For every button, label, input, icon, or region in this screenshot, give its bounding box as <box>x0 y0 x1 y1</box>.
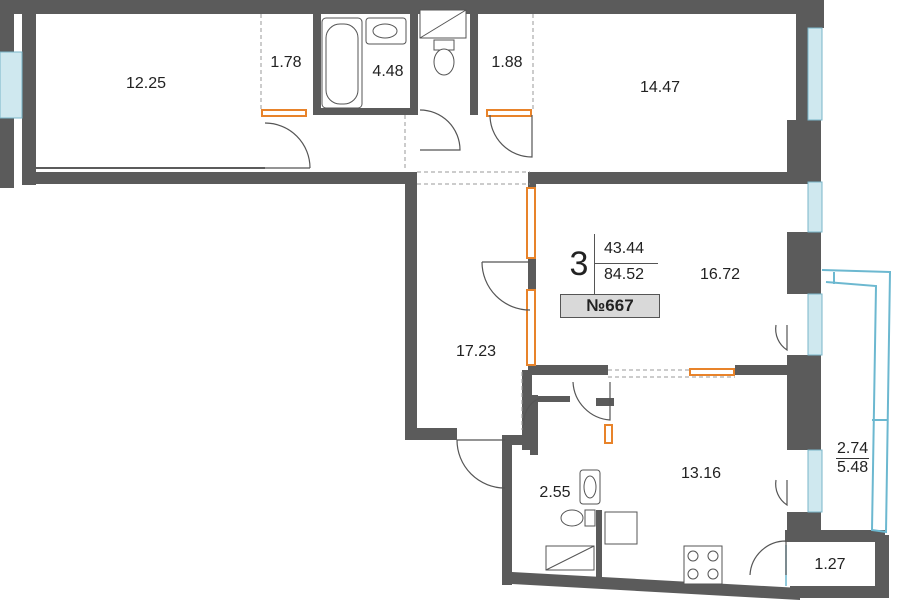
room-area-closet-2: 1.88 <box>491 54 523 71</box>
loggia-area-full: 5.48 <box>837 459 869 476</box>
room-area-wc: 2.55 <box>539 484 571 501</box>
walls <box>0 0 889 600</box>
room-area-bedroom-1: 12.25 <box>125 75 167 92</box>
loggia-frame <box>821 269 892 534</box>
badge-divider <box>594 263 658 264</box>
room-area-closet-1: 1.78 <box>270 54 302 71</box>
windows <box>0 27 823 513</box>
badge-divider-vertical <box>594 234 595 294</box>
room-area-kitchen: 13.16 <box>680 465 722 482</box>
room-area-bathroom: 4.48 <box>372 63 404 80</box>
room-area-bedroom-2: 14.47 <box>639 79 681 96</box>
room-area-living-room: 16.72 <box>699 266 741 283</box>
room-count: 3 <box>569 245 589 283</box>
room-area-balcony: 1.27 <box>814 556 846 573</box>
apartment-badge: 3 43.44 84.52 №667 <box>560 234 660 318</box>
total-area: 84.52 <box>603 266 645 283</box>
fixtures <box>321 9 723 585</box>
loggia-area-reduced: 2.74 <box>836 440 870 459</box>
loggia-area: 2.74 5.48 <box>836 440 870 477</box>
accent-strips <box>261 109 735 444</box>
room-area-hallway: 17.23 <box>455 343 497 360</box>
living-area: 43.44 <box>603 240 645 257</box>
doors <box>264 109 788 576</box>
apartment-number: №667 <box>560 294 660 318</box>
